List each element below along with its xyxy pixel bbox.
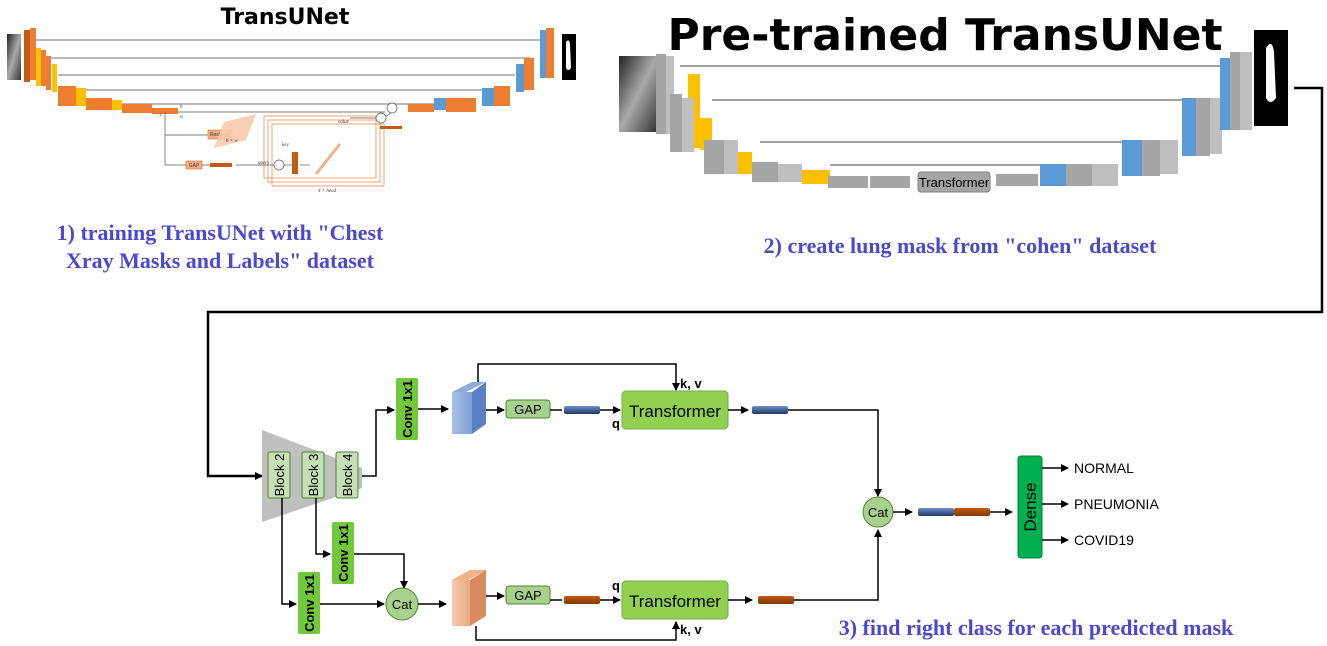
kv-bottom-label: k, v [680, 622, 702, 637]
gap-top: GAP [505, 399, 551, 419]
multiply-node-1 [273, 159, 285, 171]
kv-top-arrow [477, 363, 680, 391]
transformer-top: Transformer [621, 390, 729, 430]
conv-block3-label: Conv 1x1 [336, 524, 351, 582]
block-3-label: Block 3 [306, 454, 321, 497]
value-label: value [338, 120, 350, 125]
hw-label: h × w [226, 139, 238, 144]
kv-bottom-arrow [475, 621, 680, 641]
panel1-caption-line2: Xray Masks and Labels" dataset [66, 248, 375, 273]
query-token-top [564, 406, 600, 414]
block-2: Block 2 [267, 451, 291, 499]
panel1-encoder [24, 28, 178, 114]
w-label: w [180, 115, 184, 120]
feature-map-top [452, 382, 486, 434]
panel-classifier: Block 2 Block 3 Block 4 Conv 1x1 k, v GA… [262, 363, 1234, 641]
panel1-decoder [408, 28, 554, 112]
panel2-decoder [996, 52, 1252, 186]
gap-top-label: GAP [514, 402, 541, 417]
gap-node-mini [185, 160, 203, 170]
pretrained-transformer-label: Transformer [919, 175, 990, 190]
panel2-skip-connections [680, 65, 1222, 166]
panel1-title: TransUNet [221, 5, 350, 30]
mask-flow-connector [206, 86, 1324, 480]
bottom-to-cat-arrow [794, 529, 882, 601]
output-token-top [752, 406, 788, 414]
block-2-label: Block 2 [272, 454, 287, 497]
q-top-label: q [612, 416, 620, 431]
block4-to-conv-arrow [362, 406, 395, 477]
pretrained-input-xray [619, 56, 657, 132]
gap-bottom-label: GAP [514, 588, 541, 603]
query-label: query [258, 161, 270, 166]
query-token-bottom [564, 596, 600, 604]
key-label: key [282, 143, 289, 148]
h-label: h [180, 105, 183, 110]
kv-top-label: k, v [680, 376, 702, 391]
concat-token-blue [918, 508, 954, 516]
output-token-bottom [758, 596, 794, 604]
dense-label: Dense [1021, 482, 1040, 531]
class-normal: NORMAL [1074, 460, 1134, 476]
gap-bottom: GAP [505, 585, 551, 605]
cat-final: Cat [862, 496, 894, 528]
panel1-attention-module [164, 104, 393, 187]
panel3-caption: 3) find right class for each predicted m… [839, 615, 1234, 640]
block3-to-conv-arrow [315, 498, 331, 558]
multiply-node-2 [375, 112, 387, 124]
pretrained-mask-lung [1266, 43, 1276, 102]
cat-bottom: Cat [385, 587, 419, 621]
head-label: 4 × head [318, 189, 337, 194]
top-to-cat-arrow [788, 409, 882, 497]
panel1-caption-line1: 1) training TransUNet with "Chest [57, 220, 384, 245]
gap-label-mini: GAP [189, 163, 200, 169]
block-4-label: Block 4 [340, 454, 355, 497]
panel2-caption: 2) create lung mask from "cohen" dataset [764, 233, 1157, 258]
c-label: c [160, 113, 163, 118]
conv-top-label: Conv 1x1 [400, 380, 415, 438]
dense-layer: Dense [1017, 455, 1043, 559]
attn-bar [314, 143, 342, 175]
feature-map-bottom [452, 570, 486, 626]
class-covid19: COVID19 [1074, 532, 1134, 548]
cat-final-label: Cat [868, 505, 889, 520]
class-pneumonia: PNEUMONIA [1074, 496, 1159, 512]
block-3: Block 3 [301, 451, 325, 499]
output-mask-lung [566, 40, 571, 70]
value-token-mini [380, 126, 402, 129]
add-node [386, 102, 398, 114]
panel-transunet: TransUNet [7, 5, 576, 273]
conv-block3: Conv 1x1 [332, 522, 354, 584]
conv3-to-cat-arrow [354, 553, 408, 589]
block-4: Block 4 [335, 451, 359, 499]
concat-token-brown [954, 508, 990, 516]
softmax-node [292, 152, 298, 174]
transformer-bottom: Transformer [621, 580, 729, 620]
pretrained-transformer-block [917, 171, 991, 193]
q-bottom-label: q [612, 578, 620, 593]
transformer-top-label: Transformer [629, 402, 721, 421]
block2-to-conv-arrow [281, 498, 297, 608]
reshape-plane [214, 114, 256, 148]
panel2-title: Pre-trained TransUNet [667, 10, 1222, 61]
cat-bottom-label: Cat [392, 597, 413, 612]
panel-pretrained-transunet: Pre-trained TransUNet Trans [619, 10, 1288, 258]
query-token-mini [210, 163, 232, 167]
transformer-bottom-label: Transformer [629, 592, 721, 611]
input-xray-image [7, 34, 21, 80]
conv-block2-label: Conv 1x1 [302, 574, 317, 632]
panel1-skip-connections [35, 39, 545, 105]
conv-top: Conv 1x1 [396, 378, 418, 440]
panel2-encoder [656, 54, 910, 188]
conv-block2: Conv 1x1 [298, 572, 320, 634]
